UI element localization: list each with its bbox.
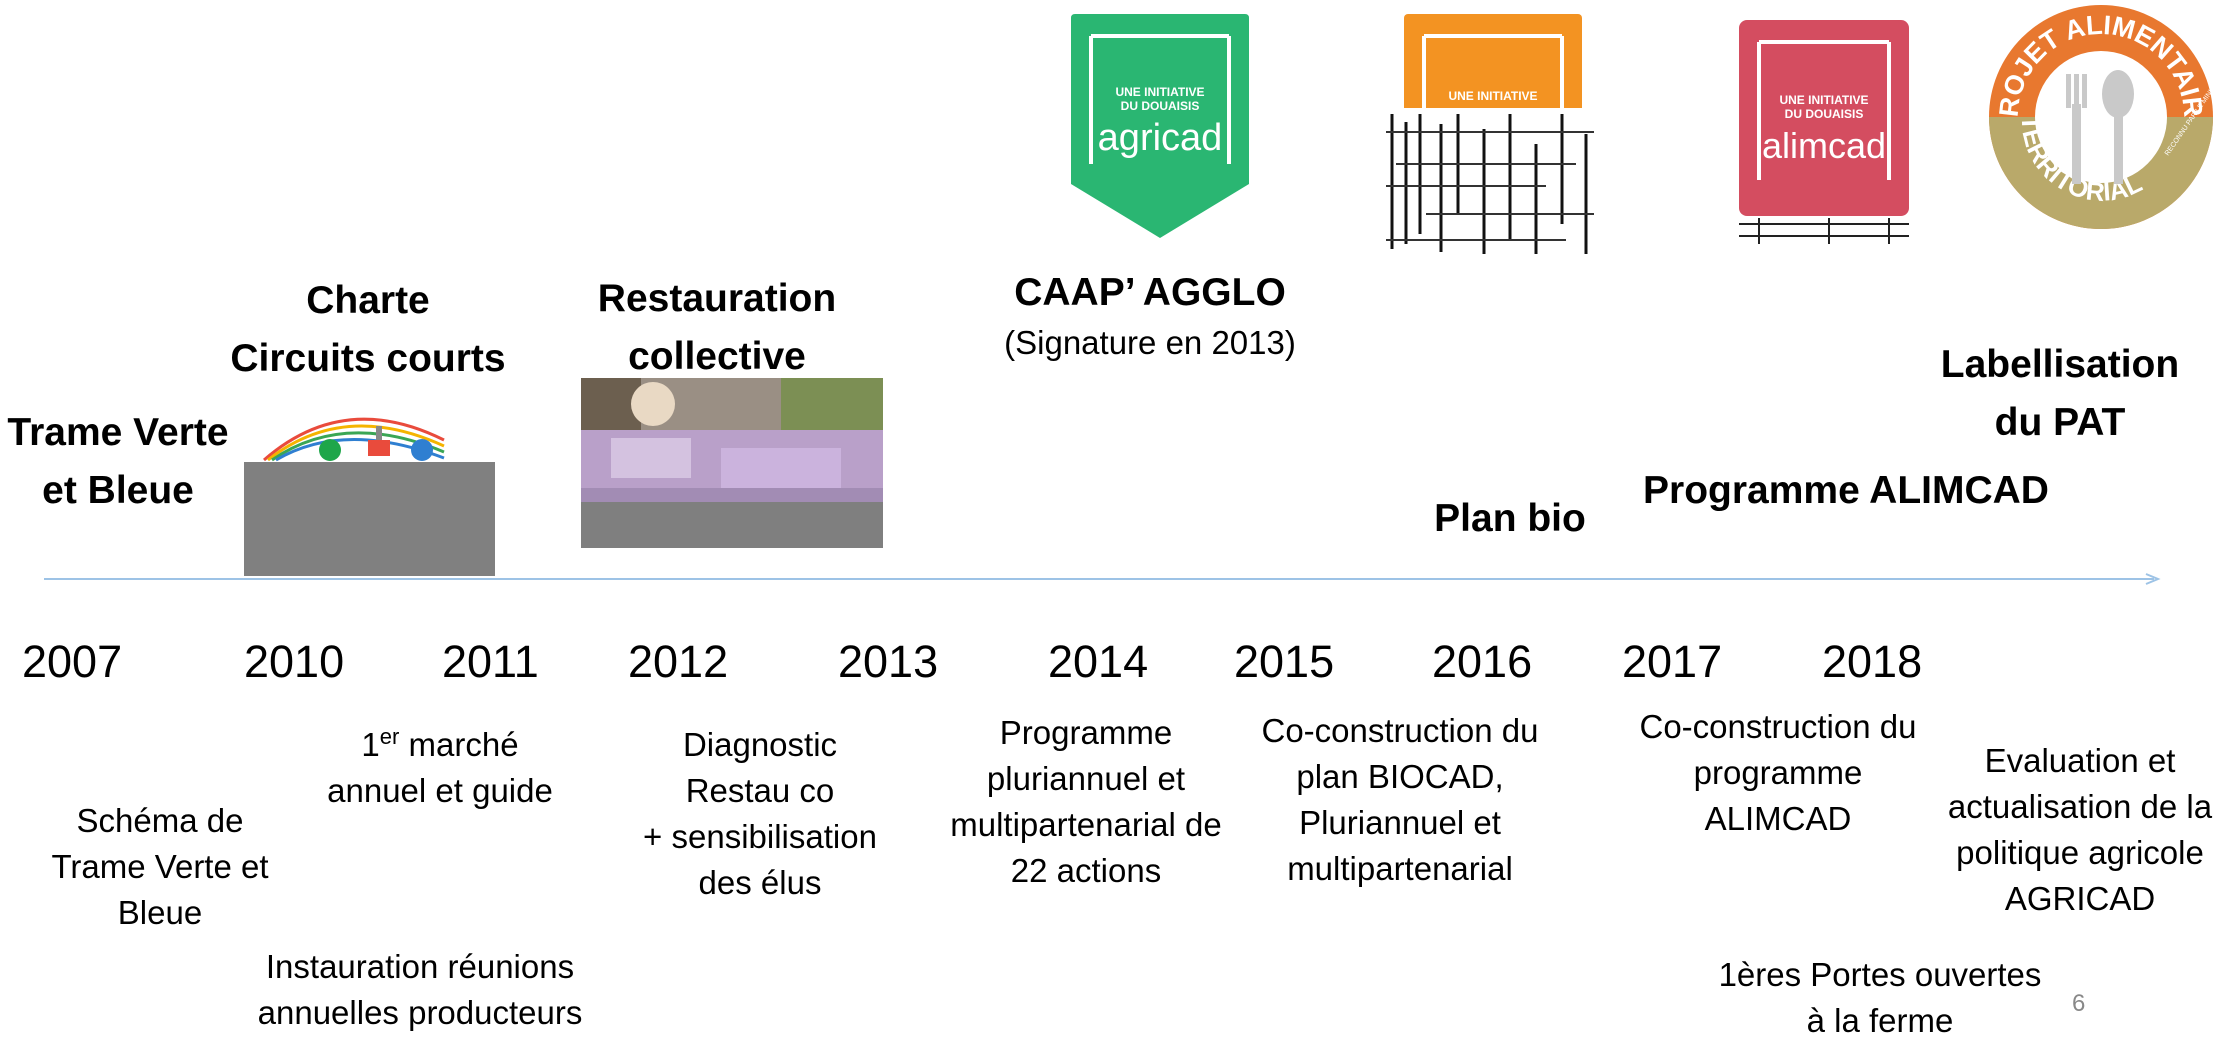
title-caap: CAAP’ AGGLO xyxy=(1014,271,1286,314)
title-caap-sub: (Signature en 2013) xyxy=(1004,324,1296,361)
charte-image xyxy=(244,400,495,576)
year-2013: 2013 xyxy=(838,636,939,687)
year-2012: 2012 xyxy=(628,636,729,687)
desc-marche: 1er marché annuel et guide xyxy=(327,724,553,810)
year-2007: 2007 xyxy=(22,636,123,687)
year-2011: 2011 xyxy=(442,636,539,687)
restauration-image xyxy=(581,378,883,548)
svg-text:UNE INITIATIVE: UNE INITIATIVE xyxy=(1448,89,1537,103)
page-number: 6 xyxy=(2072,990,2086,1017)
timeline-arrow xyxy=(44,570,2164,590)
title-alimcad: Programme ALIMCAD xyxy=(1643,469,2049,512)
svg-text:DU DOUAISIS: DU DOUAISIS xyxy=(1121,99,1200,113)
year-2015: 2015 xyxy=(1234,636,1335,687)
year-2010: 2010 xyxy=(244,636,345,687)
year-2014: 2014 xyxy=(1048,636,1149,687)
agricad-logo: UNE INITIATIVE DU DOUAISIS agricad xyxy=(1071,14,1249,238)
svg-text:DU DOUAISIS: DU DOUAISIS xyxy=(1785,107,1864,121)
year-2018: 2018 xyxy=(1822,636,1923,687)
year-2016: 2016 xyxy=(1432,636,1533,687)
svg-text:UNE INITIATIVE: UNE INITIATIVE xyxy=(1779,93,1868,107)
year-2017: 2017 xyxy=(1622,636,1723,687)
svg-text:alimcad: alimcad xyxy=(1762,125,1886,166)
alimcad-logo: UNE INITIATIVE DU DOUAISIS alimcad xyxy=(1739,20,1909,246)
svg-text:UNE INITIATIVE: UNE INITIATIVE xyxy=(1115,85,1204,99)
pat-logo: PROJET ALIMENTAIRE TERRITORIAL RECONNU P… xyxy=(1979,0,2230,230)
biocad-logo: UNE INITIATIVE xyxy=(1386,14,1594,254)
svg-text:agricad: agricad xyxy=(1098,117,1223,159)
title-plan-bio: Plan bio xyxy=(1434,497,1586,540)
